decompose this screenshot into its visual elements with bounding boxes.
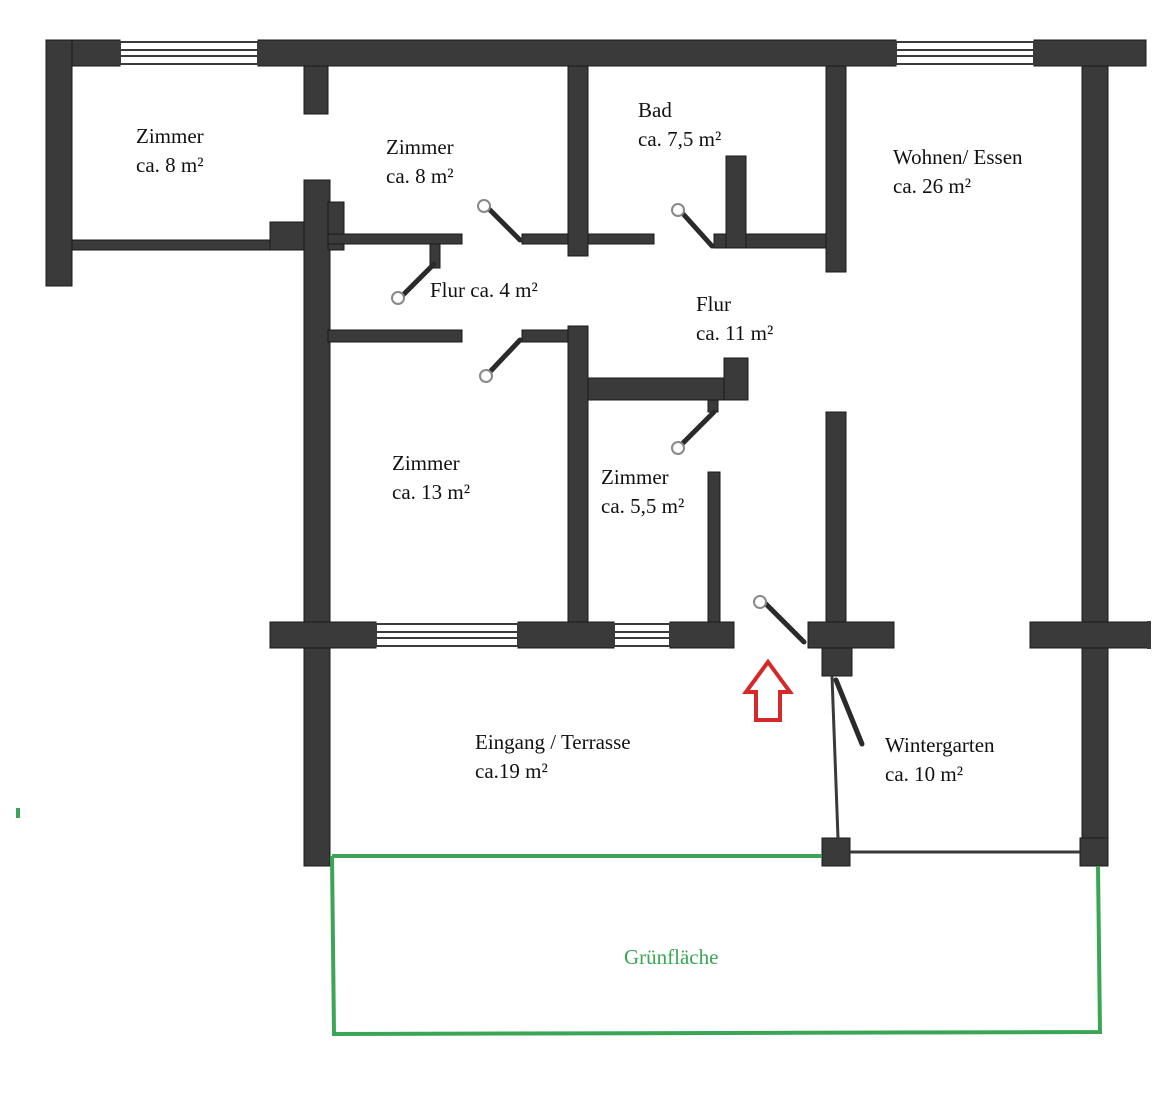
room-label-zimmer-3: Zimmer ca. 13 m² (392, 449, 470, 507)
wall-mid-b (521, 329, 573, 343)
wall-flur-top-a (327, 233, 463, 245)
room-name: Flur (696, 292, 732, 316)
room-label-zimmer-4: Zimmer ca. 5,5 m² (601, 463, 684, 521)
room-label-eingang: Eingang / Terrasse ca.19 m² (475, 728, 631, 786)
window-top-left (119, 41, 259, 65)
room-area: ca. 26 m² (893, 174, 972, 198)
door-zimmer4 (675, 409, 717, 451)
door-entrance (757, 595, 807, 645)
room-name: Zimmer (601, 465, 669, 489)
wall-south-c (669, 621, 735, 649)
wall-vertical-left (303, 179, 331, 867)
room-area: ca. 8 m² (136, 153, 204, 177)
green-area-outline (330, 854, 1103, 1037)
room-name: Zimmer (136, 124, 204, 148)
wall-stub-top (303, 65, 329, 115)
wall-bath-right (825, 65, 847, 273)
wall-block-left (269, 221, 311, 251)
room-label-flur-small: Flur ca. 4 m² (430, 276, 538, 305)
wall-top-right (1033, 39, 1147, 67)
wall-south-b (517, 621, 615, 649)
wall-bath-inner (725, 155, 747, 249)
room-area: ca. 7,5 m² (638, 127, 722, 151)
door-wintergarten (833, 677, 865, 747)
room-name: Wintergarten (885, 733, 995, 757)
room-label-zimmer-1: Zimmer ca. 8 m² (136, 122, 204, 180)
wall-south-d (807, 621, 895, 649)
room-area: ca.19 m² (475, 759, 548, 783)
wall-bath-left (567, 65, 589, 257)
wall-right-outer (1081, 65, 1109, 867)
wall-flur-door-post (429, 243, 441, 269)
room-area: ca. 8 m² (386, 164, 454, 188)
windows (119, 41, 1151, 649)
window-right-side (1147, 621, 1151, 649)
room-area: ca. 13 m² (392, 480, 471, 504)
door-zimmer3 (483, 337, 523, 379)
wall-mid-a (327, 329, 463, 343)
wall-zimmer3-right (567, 325, 589, 649)
wall-zimmer4-top-block (723, 357, 749, 401)
room-name: Flur ca. 4 m² (430, 278, 538, 302)
window-south-b (613, 623, 671, 647)
room-area: ca. 11 m² (696, 321, 774, 345)
wall-south-e (1029, 621, 1149, 649)
wall-corner-post (821, 837, 851, 867)
room-name: Bad (638, 98, 672, 122)
room-name: Zimmer (392, 451, 460, 475)
room-name: Zimmer (386, 135, 454, 159)
wall-top-mid (257, 39, 897, 67)
room-name: Wohnen/ Essen (893, 145, 1023, 169)
wall-left-outer (45, 39, 73, 287)
wall-wohnen-left (825, 411, 847, 649)
entrance-arrow-icon (742, 658, 794, 722)
room-name: Eingang / Terrasse (475, 730, 631, 754)
walls (45, 39, 1149, 867)
room-label-wintergarten: Wintergarten ca. 10 m² (885, 731, 995, 789)
window-south-a (375, 623, 519, 647)
door-hinges (391, 199, 767, 609)
room-label-flur-large: Flur ca. 11 m² (696, 290, 773, 348)
wall-zimmer1-bottom (71, 239, 273, 251)
wall-south-a (269, 621, 377, 649)
green-area-label: Grünfläche (624, 945, 719, 969)
room-label-bad: Bad ca. 7,5 m² (638, 96, 721, 154)
wintergarten-glazing (830, 675, 1080, 854)
wall-zimmer4-top (587, 377, 727, 401)
wall-wintergarten-post (821, 647, 853, 677)
door-flur-small (397, 261, 437, 301)
wall-corner-post-right (1079, 837, 1109, 867)
room-area: ca. 5,5 m² (601, 494, 685, 518)
room-label-wohnen-essen: Wohnen/ Essen ca. 26 m² (893, 143, 1023, 201)
room-label-zimmer-2: Zimmer ca. 8 m² (386, 133, 454, 191)
window-top-right (895, 41, 1035, 65)
room-area: ca. 10 m² (885, 762, 964, 786)
